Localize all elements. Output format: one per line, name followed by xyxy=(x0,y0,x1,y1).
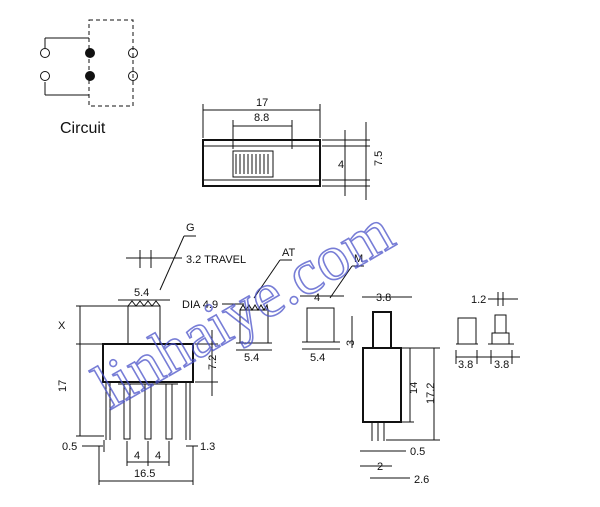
circuit-diagram: Circuit xyxy=(40,19,138,137)
small-views: 1.2 3.8 3.8 xyxy=(455,292,520,371)
front-dim-4b: 4 xyxy=(155,450,161,462)
side-view: 3.8 14 17.2 0.5 2 2.6 xyxy=(360,292,440,486)
label-m: M xyxy=(354,253,363,265)
top-dim-8-8: 8.8 xyxy=(254,112,269,124)
watermark-text: linhaiye.com xyxy=(82,194,405,422)
front-dim-1-3: 1.3 xyxy=(200,441,215,453)
side-dim-2: 2 xyxy=(377,461,383,473)
small-dim-1-2: 1.2 xyxy=(471,294,486,306)
actuator-m-view: M 4 3 5.4 xyxy=(300,253,364,364)
m-dim-4: 4 xyxy=(314,292,320,304)
front-dim-0-5: 0.5 xyxy=(62,441,77,453)
top-view: 17 8.8 4 7.5 xyxy=(202,97,385,200)
side-dim-17-2: 17.2 xyxy=(425,383,437,404)
small-dim-3-8a: 3.8 xyxy=(458,359,473,371)
front-view: G 3.2 TRAVEL 5.4 X 17 7.2 0.5 4 4 1.3 xyxy=(57,222,246,485)
front-dim-16-5: 16.5 xyxy=(134,468,155,480)
travel-label: 3.2 TRAVEL xyxy=(186,254,246,266)
front-dim-7-2: 7.2 xyxy=(207,355,219,370)
top-dim-17: 17 xyxy=(256,97,268,109)
circuit-label: Circuit xyxy=(60,120,106,137)
side-dim-0-5: 0.5 xyxy=(410,446,425,458)
top-dim-4: 4 xyxy=(338,159,344,171)
label-at: AT xyxy=(282,247,296,259)
side-dim-2-6: 2.6 xyxy=(414,474,429,486)
at-dim-5-4: 5.4 xyxy=(244,352,259,364)
m-dim-3: 3 xyxy=(345,340,357,346)
actuator-at-view: AT DIA 4.9 5.4 xyxy=(182,247,296,364)
front-dim-x: X xyxy=(58,320,66,332)
front-dim-4a: 4 xyxy=(134,450,140,462)
top-dim-7-5: 7.5 xyxy=(373,151,385,166)
label-g: G xyxy=(186,222,195,234)
side-dim-14: 14 xyxy=(408,382,420,394)
small-dim-3-8b: 3.8 xyxy=(494,359,509,371)
m-dim-5-4: 5.4 xyxy=(310,352,325,364)
front-dim-17: 17 xyxy=(57,380,69,392)
dia-label: DIA 4.9 xyxy=(182,299,218,311)
side-dim-3-8: 3.8 xyxy=(376,292,391,304)
front-dim-5-4: 5.4 xyxy=(134,287,149,299)
